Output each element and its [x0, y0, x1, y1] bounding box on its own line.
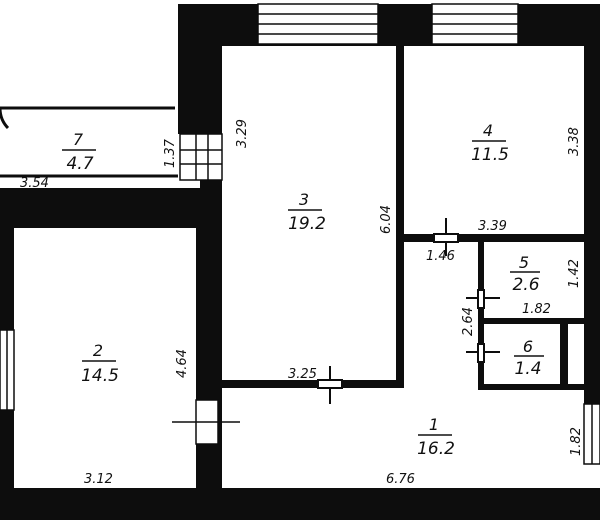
- dimension-labels: 3.29 1.37 3.54 3.38 6.04 3.39 1.46 1.4 2 …: [20, 119, 584, 487]
- room-4: 4 11.5: [471, 121, 509, 165]
- door-mark-room4-gap: [433, 233, 459, 243]
- room-4-number: 4: [483, 121, 493, 140]
- wall-room6-right: [560, 324, 568, 390]
- room-2-area: 14.5: [81, 366, 119, 386]
- wall-room2-right: [196, 228, 222, 518]
- room-1-number: 1: [429, 415, 439, 434]
- room-2: 2 14.5: [81, 341, 119, 386]
- dimension-3-29: 3.29: [235, 119, 250, 148]
- dimension-6-04: 6.04: [379, 205, 394, 234]
- wall-room4-bottom: [404, 234, 584, 242]
- dimension-1-37: 1.37: [163, 138, 178, 168]
- door-mark-room6-gap: [477, 343, 485, 363]
- dimension-3-39: 3.39: [478, 219, 507, 234]
- wall-top: [178, 4, 600, 46]
- window-right-lower: [583, 403, 600, 465]
- windows: [0, 3, 600, 465]
- room-6-area: 1.4: [514, 359, 541, 379]
- room-4-area: 11.5: [471, 145, 509, 165]
- room-5-number: 5: [519, 253, 529, 272]
- dimension-4-64: 4.64: [175, 349, 190, 378]
- room-3: 3 19.2: [288, 190, 326, 234]
- wall-balcony-bottom: [0, 188, 222, 228]
- wall-room3-left: [178, 4, 222, 134]
- balcony-door: [179, 133, 223, 181]
- wall-room6-bottom: [478, 384, 584, 390]
- dimension-1-42: 1.42: [567, 259, 582, 288]
- window-room2-left: [0, 329, 15, 411]
- dimension-3-12: 3.12: [84, 472, 113, 487]
- balcony-outline: [0, 106, 178, 178]
- dimension-6-76: 6.76: [386, 472, 415, 487]
- dimension-1-82-room1: 1.82: [569, 427, 584, 456]
- room-5: 5 2.6: [510, 253, 540, 295]
- room-5-area: 2.6: [512, 275, 539, 295]
- wall-3-4: [396, 44, 404, 238]
- dimension-1-46: 1.46: [426, 249, 455, 264]
- door-room2: [172, 399, 240, 445]
- dimension-3-25: 3.25: [288, 367, 317, 382]
- dimension-3-38: 3.38: [567, 127, 582, 156]
- wall-room3-bottom: [218, 380, 404, 388]
- room-6: 6 1.4: [514, 337, 544, 379]
- room-3-number: 3: [299, 190, 309, 209]
- dimension-2-64: 2.64: [461, 307, 476, 336]
- room-2-number: 2: [93, 341, 103, 360]
- room-7-area: 4.7: [66, 154, 93, 174]
- door-marks: [317, 218, 500, 404]
- room-3-area: 19.2: [288, 214, 326, 234]
- dimension-1-82-room5: 1.82: [522, 302, 551, 317]
- room-6-number: 6: [523, 337, 533, 356]
- room-1: 1 16.2: [417, 415, 455, 459]
- wall-room5-bottom: [478, 318, 584, 324]
- wall-bottom: [0, 488, 600, 520]
- window-room3: [257, 3, 379, 45]
- wall-room3-right: [396, 238, 404, 388]
- door-mark-room5-gap: [477, 289, 485, 309]
- room-1-area: 16.2: [417, 439, 455, 459]
- window-room4: [431, 3, 519, 45]
- room-labels: 7 4.7 3 19.2 4 11.5 5 2.6 6 1.4 2 14.5: [62, 121, 544, 459]
- dimension-3-54: 3.54: [20, 176, 49, 191]
- door-mark-room3-gap: [317, 379, 343, 389]
- room-7: 7 4.7: [62, 130, 96, 174]
- walls: [0, 4, 600, 520]
- wall-room5-left: [478, 240, 484, 390]
- wall-right: [584, 4, 600, 404]
- room-7-number: 7: [73, 130, 84, 149]
